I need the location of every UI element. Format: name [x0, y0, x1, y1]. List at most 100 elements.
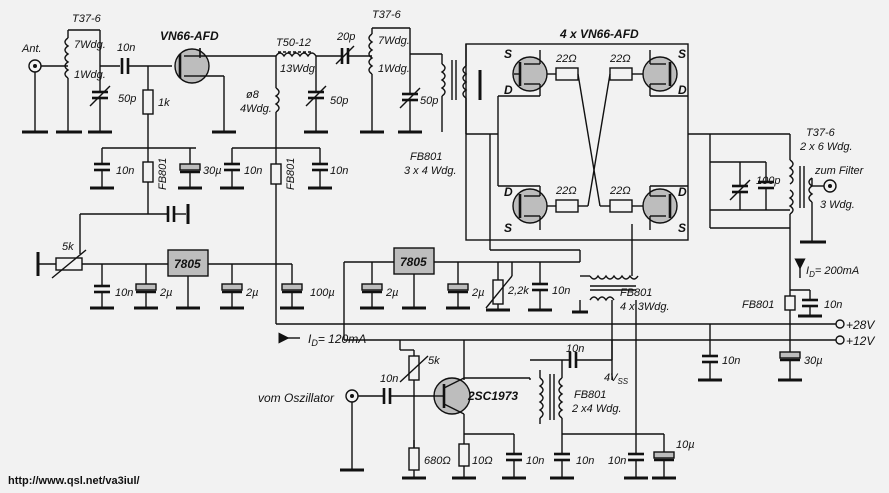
regulator-7805-b: 7805 2µ 2µ: [343, 247, 512, 324]
c30u-b-label: 30µ: [804, 355, 823, 367]
pot5k-b-label: 5k: [428, 355, 440, 367]
pot5k-a-label: 5k: [62, 241, 74, 253]
s3-label: S: [504, 221, 512, 235]
d4-label: D: [678, 185, 687, 199]
drain-bias-network: 10n FB801 10n: [220, 147, 348, 324]
input-balun-fb801: FB801 3 x 4 Wdg.: [404, 44, 482, 177]
c50p-in-label: 50p: [118, 93, 136, 105]
coil-8mm: ø8 4Wdg.: [240, 56, 280, 164]
zum-filter-label: zum Filter: [814, 165, 865, 177]
coil-d8-w: 4Wdg.: [240, 103, 272, 115]
driver-decoupling: 10n 10n 10µ: [550, 434, 695, 480]
pot22k-label: 2,2k: [507, 285, 529, 297]
gate-bias-network: 10n FB801 30µ: [80, 147, 222, 224]
transistor-2sc1973: 2SC1973: [433, 377, 530, 434]
r10-label: 10Ω: [472, 455, 493, 467]
supply-rails: +28V +12V ID= 120mA 10n 30µ: [276, 318, 875, 382]
output-balun-fb801: FB801 4 x 3Wdg.: [572, 274, 670, 380]
output-tank: 100p: [709, 133, 790, 229]
s1-label: S: [504, 47, 512, 61]
reg7805-a-label: 7805: [174, 257, 201, 271]
t37-out-w2: 3 Wdg.: [820, 199, 855, 211]
s4-label: S: [678, 221, 686, 235]
v12-label: +12V: [846, 334, 875, 348]
coil-t50-12: T50-12 13Wdg.: [275, 37, 342, 75]
c10n-a-label: 10n: [116, 165, 134, 177]
capacitor-20p: 20p: [335, 31, 372, 65]
bias-potentiometer-2k2: 2,2k 10n: [485, 261, 580, 312]
source-url: http://www.qsl.net/va3iul/: [8, 475, 140, 487]
c10u-label: 10µ: [676, 439, 695, 451]
transformer-t37-mid: T37-6 7Wdg. 1Wdg.: [360, 9, 442, 134]
c10n-k-label: 10n: [608, 455, 626, 467]
t50-w-label: 13Wdg.: [280, 63, 318, 75]
r22b-label: 22Ω: [609, 53, 631, 65]
supply-filter-fb801: FB801 10n: [742, 289, 842, 324]
capacitor-50p-input: 50p: [88, 66, 136, 134]
id200-label: ID= 200mA: [806, 265, 859, 279]
c10n-i-label: 10n: [526, 455, 544, 467]
s2-label: S: [678, 47, 686, 61]
t37-out-label: T37-6: [806, 127, 836, 139]
t37-in-w2: 1Wdg.: [74, 69, 106, 81]
fb801-out-label: FB801: [620, 287, 652, 299]
bias-potentiometer-5k: 5k: [36, 214, 168, 279]
c10n-osc-label: 10n: [380, 373, 398, 385]
c2u-a-label: 2µ: [159, 287, 172, 299]
reg7805-b-label: 7805: [400, 255, 427, 269]
r22a-label: 22Ω: [555, 53, 577, 65]
c10n-e-label: 10n: [552, 285, 570, 297]
fb801-d-w: 2 x4 Wdg.: [571, 403, 622, 415]
fb801-in-w: 3 x 4 Wdg.: [404, 165, 457, 177]
t37-out-w: 2 x 6 Wdg.: [799, 141, 853, 153]
d2-label: D: [678, 83, 687, 97]
ant-label: Ant.: [21, 43, 42, 55]
driver-mosfet-vn66: VN66-AFD: [160, 29, 276, 134]
fb801-b-label: FB801: [285, 158, 297, 190]
fb801-d-label: FB801: [574, 389, 606, 401]
emitter-network: 680Ω 10Ω 10n: [402, 433, 544, 480]
c2u-b-label: 2µ: [245, 287, 258, 299]
capacitor-10n-coupling: 10n: [117, 42, 172, 74]
power-amplifier-block: 4 x VN66-AFD S D 22Ω S D 22Ω D: [465, 27, 710, 276]
c10n-d-label: 10n: [115, 287, 133, 299]
c100p-label: 100p: [756, 175, 780, 187]
fb801-c-label: FB801: [742, 299, 774, 311]
r1k-label: 1k: [158, 97, 170, 109]
t50-label: T50-12: [276, 37, 311, 49]
fb801-out-w: 4 x 3Wdg.: [620, 301, 670, 313]
q2sc-label: 2SC1973: [467, 389, 518, 403]
vn66-drv-label: VN66-AFD: [160, 29, 219, 43]
c10n-f-label: 10n: [824, 299, 842, 311]
resistor-1k-gate: 1k: [142, 66, 170, 162]
fb801-in-label: FB801: [410, 151, 442, 163]
c10n-g-label: 10n: [722, 355, 740, 367]
c30u-a-label: 30µ: [203, 165, 222, 177]
v28-label: +28V: [846, 318, 875, 332]
t37-in-w1: 7Wdg.: [74, 39, 106, 51]
driver-bias-pot-5k: 5k: [399, 340, 465, 448]
c20p-label: 20p: [336, 31, 355, 43]
id-200ma-marker: ID= 200mA: [789, 228, 859, 296]
t37-mid-w1: 7Wdg.: [378, 35, 410, 47]
t37-mid-w2: 1Wdg.: [378, 63, 410, 75]
d3-label: D: [504, 185, 513, 199]
r22c-label: 22Ω: [555, 185, 577, 197]
d1-label: D: [504, 83, 513, 97]
fb801-a-label: FB801: [157, 158, 169, 190]
input-transformer-t37: T37-6 7Wdg. 1Wdg.: [56, 13, 120, 134]
vom-osz-label: vom Oszillator: [258, 391, 335, 405]
regulator-7805-a: 7805 10n 2µ 2µ 100µ: [90, 249, 335, 310]
driver-output-transformer: 10n 4VSS FB801 2 x4 Wdg.: [529, 300, 664, 435]
r22d-label: 22Ω: [609, 185, 631, 197]
c10n-b-label: 10n: [244, 165, 262, 177]
c10n-j-label: 10n: [576, 455, 594, 467]
capacitor-50p-right: 50p: [398, 54, 438, 134]
id120-label: ID= 120mA: [308, 332, 366, 348]
c2u-d-label: 2µ: [471, 287, 484, 299]
c10n-in-label: 10n: [117, 42, 135, 54]
c10n-c-label: 10n: [330, 165, 348, 177]
t37-mid-label: T37-6: [372, 9, 402, 21]
pa-title: 4 x VN66-AFD: [559, 27, 639, 41]
